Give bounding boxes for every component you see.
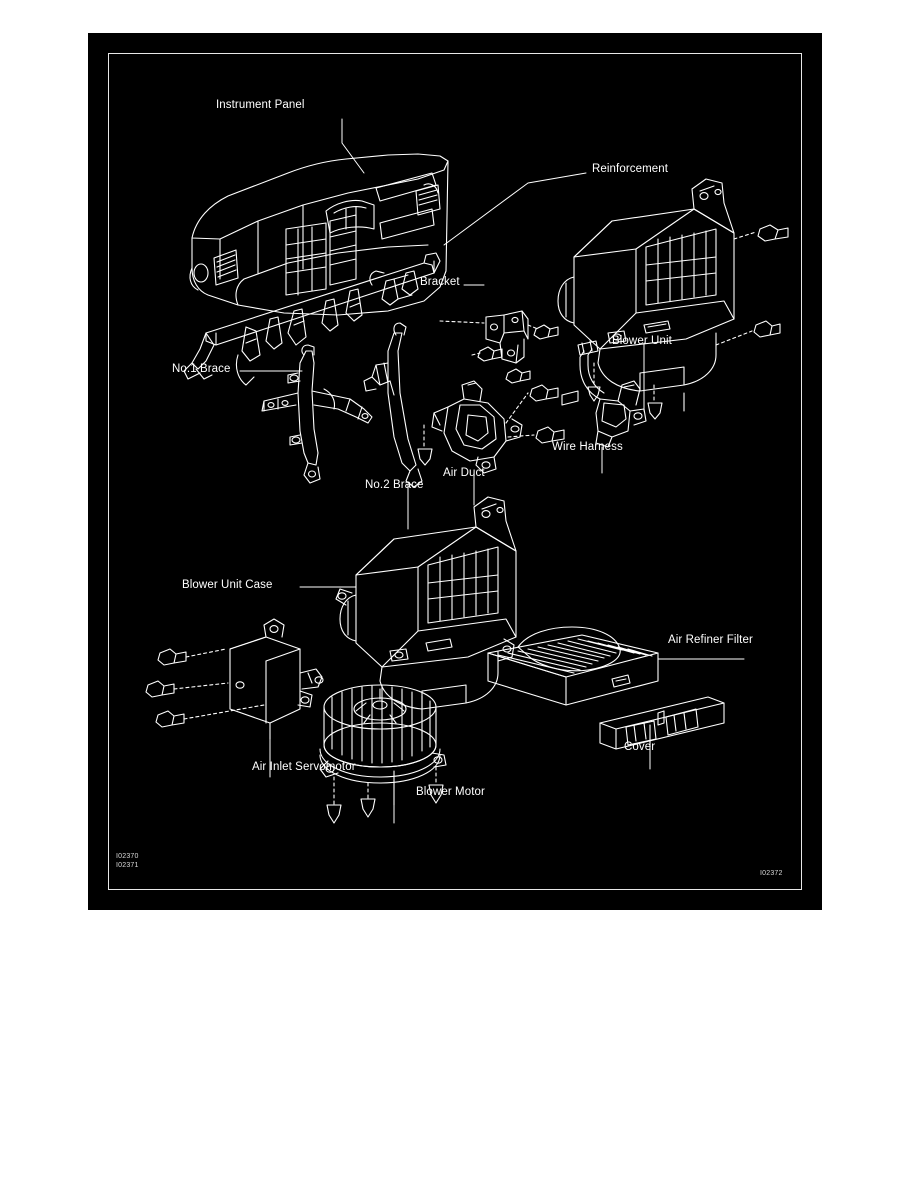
cover-drawing [599, 696, 725, 750]
label-air-inlet-servomotor: Air Inlet Servomotor [252, 761, 356, 773]
label-instrument-panel: Instrument Panel [216, 99, 305, 111]
label-bracket: Bracket [420, 276, 460, 288]
label-cover: Cover [624, 741, 656, 753]
label-blower-unit-case: Blower Unit Case [182, 579, 273, 591]
bracket-fasteners [477, 324, 559, 384]
reinforcement-drawing [183, 252, 441, 386]
figure-code-bottom-right: I02372 [760, 870, 783, 877]
no2-brace-drawing [363, 322, 423, 488]
figure-code-bottom-left-1: I02370 [116, 853, 139, 860]
label-air-refiner-filter: Air Refiner Filter [668, 634, 753, 646]
bracket-drawing [439, 310, 559, 384]
label-blower-motor: Blower Motor [416, 786, 485, 798]
servomotor-fasteners [145, 648, 265, 728]
label-reinforcement: Reinforcement [592, 163, 669, 175]
label-no2-brace: No.2 Brace [365, 479, 424, 491]
exploded-view-artwork [88, 33, 822, 910]
diagram-keyline-border [108, 53, 802, 890]
air-refiner-filter-drawing [487, 626, 659, 706]
diagram-plate: Instrument Panel Reinforcement Bracket B… [88, 33, 822, 910]
air-inlet-servomotor-drawing [145, 618, 324, 740]
blower-unit-fasteners [587, 224, 789, 420]
blower-motor-drawing [319, 684, 447, 824]
figure-code-bottom-left-2: I02371 [116, 862, 139, 869]
no1-brace-drawing [261, 344, 373, 484]
wire-harness-drawing [577, 340, 647, 448]
label-blower-unit: Blower Unit [612, 335, 672, 347]
label-wire-harness: Wire Harness [552, 441, 623, 453]
air-duct-fasteners [417, 384, 579, 466]
instrument-panel-drawing [189, 153, 449, 316]
blower-unit-drawing [557, 178, 789, 420]
leader-lines [239, 118, 745, 824]
blower-unit-case-drawing [335, 496, 517, 710]
label-air-duct: Air Duct [443, 467, 485, 479]
air-duct-drawing [417, 380, 579, 474]
label-no1-brace: No.1 Brace [172, 363, 231, 375]
blower-motor-fasteners [326, 766, 444, 824]
